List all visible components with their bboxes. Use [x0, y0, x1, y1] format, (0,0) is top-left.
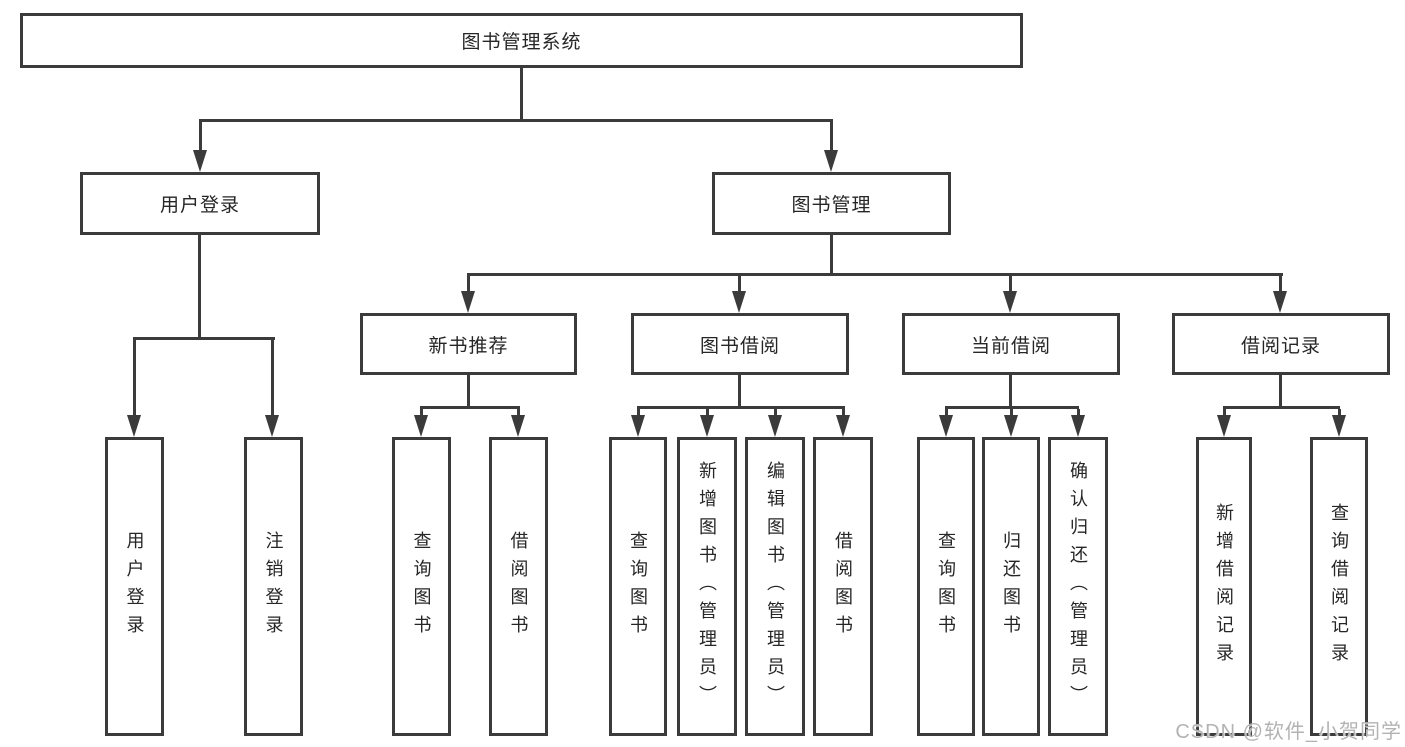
node-current: 当前借阅 [902, 313, 1120, 375]
leaf-logout: 注销登录 [244, 437, 303, 736]
leaf-br-edit-books: 编辑图书（管理员） [745, 437, 805, 736]
connector-new-books-bar [420, 406, 520, 409]
connector-user-login-stem [198, 235, 201, 337]
leaf-user-login: 用户登录 [105, 437, 164, 736]
connector-drop-leaf-logout-stem [271, 340, 274, 415]
connector-level1-bar [199, 119, 833, 122]
connector-drop-cu1-stem [1010, 409, 1013, 415]
node-book-mgmt: 图书管理 [712, 172, 951, 235]
connector-drop-records-stem [1279, 276, 1282, 291]
arrow-leaf-logout [265, 415, 279, 437]
arrow-borrowing [732, 291, 746, 313]
arrow-nb1 [511, 415, 525, 437]
leaf-re-query-record: 查询借阅记录 [1310, 437, 1368, 736]
arrow-nb0 [414, 415, 428, 437]
node-root-label: 图书管理系统 [461, 32, 582, 53]
leaf-br-borrow-books-label: 借阅图书 [833, 530, 853, 643]
connector-records-bar [1223, 406, 1340, 409]
connector-drop-new-books-stem [467, 276, 470, 291]
leaf-br-edit-books-label: 编辑图书（管理员） [765, 460, 785, 713]
arrow-book-mgmt [824, 150, 838, 172]
connector-drop-br0-stem [637, 409, 640, 415]
node-records: 借阅记录 [1172, 313, 1390, 375]
arrow-user-login [193, 150, 207, 172]
arrow-leaf-login [127, 415, 141, 437]
node-user-login: 用户登录 [80, 172, 320, 235]
node-borrowing: 图书借阅 [631, 313, 849, 375]
connector-drop-book-mgmt-stem [830, 122, 833, 150]
connector-records-stem [1279, 375, 1282, 406]
leaf-nb-borrow-books: 借阅图书 [489, 437, 548, 736]
leaf-user-login-label: 用户登录 [124, 530, 145, 643]
leaf-br-query-books-label: 查询图书 [628, 530, 648, 643]
leaf-cu-confirm-return-label: 确认归还（管理员） [1068, 460, 1088, 713]
node-root: 图书管理系统 [20, 13, 1023, 68]
node-new-books: 新书推荐 [360, 313, 577, 375]
connector-borrowing-stem [738, 375, 741, 406]
node-records-label: 借阅记录 [1240, 335, 1321, 357]
leaf-br-query-books: 查询图书 [609, 437, 667, 736]
arrow-new-books [461, 291, 475, 313]
leaf-cu-return-books-label: 归还图书 [1001, 530, 1021, 643]
node-user-login-label: 用户登录 [159, 195, 240, 216]
leaf-nb-borrow-books-label: 借阅图书 [508, 530, 529, 643]
leaf-cu-confirm-return: 确认归还（管理员） [1048, 437, 1108, 736]
node-new-books-label: 新书推荐 [428, 335, 509, 357]
leaf-nb-query-books-label: 查询图书 [411, 530, 432, 643]
connector-current-bar [945, 406, 1079, 409]
connector-drop-cu2-stem [1077, 409, 1080, 415]
leaf-cu-return-books: 归还图书 [982, 437, 1040, 736]
connector-drop-br2-stem [774, 409, 777, 415]
arrow-current [1003, 291, 1017, 313]
arrow-br0 [631, 415, 645, 437]
arrow-re1 [1332, 415, 1346, 437]
node-book-mgmt-label: 图书管理 [791, 195, 872, 216]
arrow-cu2 [1071, 415, 1085, 437]
connector-drop-br1-stem [706, 409, 709, 415]
leaf-br-add-books: 新增图书（管理员） [677, 437, 737, 736]
leaf-br-borrow-books: 借阅图书 [813, 437, 873, 736]
connector-borrowing-bar [637, 406, 845, 409]
connector-drop-current-stem [1009, 276, 1012, 291]
connector-level2-bar [467, 273, 1283, 276]
connector-current-stem [1009, 375, 1012, 406]
connector-drop-nb0-stem [420, 409, 423, 415]
arrow-br2 [768, 415, 782, 437]
arrow-br1 [700, 415, 714, 437]
leaf-cu-query-books-label: 查询图书 [936, 530, 956, 643]
leaf-nb-query-books: 查询图书 [392, 437, 451, 736]
connector-drop-user-login-stem [199, 122, 202, 150]
connector-drop-borrowing-stem [738, 276, 741, 291]
connector-new-books-stem [467, 375, 470, 406]
leaf-re-query-record-label: 查询借阅记录 [1329, 502, 1349, 671]
connector-drop-re0-stem [1223, 409, 1226, 415]
arrow-cu0 [939, 415, 953, 437]
connector-drop-nb1-stem [517, 409, 520, 415]
node-borrowing-label: 图书借阅 [699, 335, 780, 357]
csdn-watermark: CSDN @软件_小贺同学 [1175, 721, 1402, 743]
arrow-br3 [836, 415, 850, 437]
arrow-re0 [1217, 415, 1231, 437]
leaf-br-add-books-label: 新增图书（管理员） [697, 460, 717, 713]
connector-drop-leaf-login-stem [133, 340, 136, 415]
connector-book-mgmt-stem [830, 235, 833, 273]
connector-drop-re1-stem [1338, 409, 1341, 415]
connector-drop-br3-stem [842, 409, 845, 415]
connector-drop-cu0-stem [945, 409, 948, 415]
arrow-cu1 [1004, 415, 1018, 437]
connector-root-stem [520, 67, 523, 119]
connector-user-login-bar [133, 337, 275, 340]
leaf-cu-query-books: 查询图书 [917, 437, 975, 736]
leaf-re-add-record: 新增借阅记录 [1196, 437, 1252, 736]
leaf-logout-label: 注销登录 [263, 530, 284, 643]
leaf-re-add-record-label: 新增借阅记录 [1214, 502, 1234, 671]
node-current-label: 当前借阅 [970, 335, 1051, 357]
arrow-records [1273, 291, 1287, 313]
